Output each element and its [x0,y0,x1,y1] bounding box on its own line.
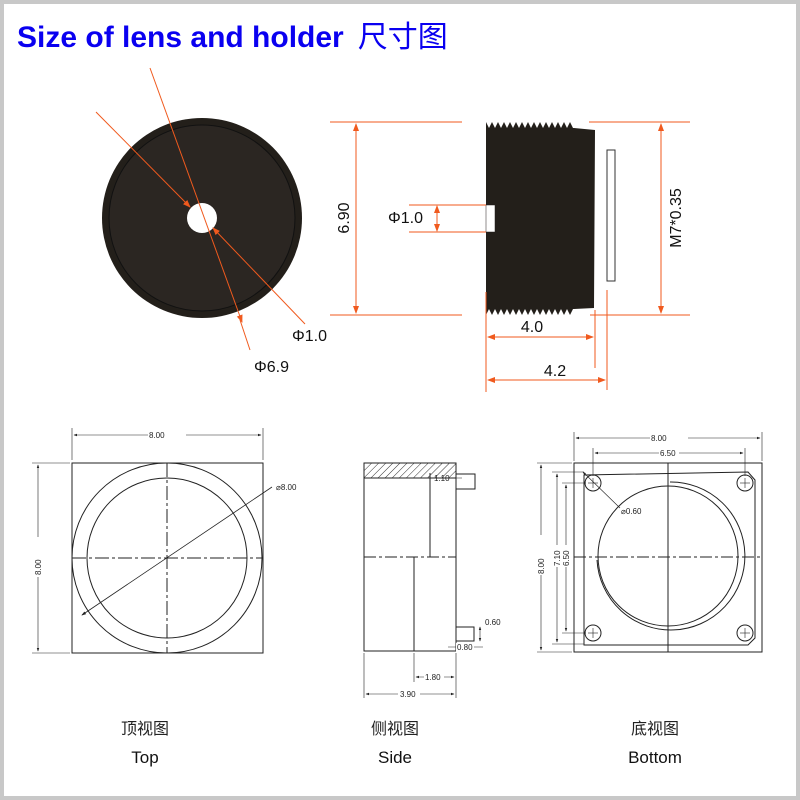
side-dim-110: 1.10 [434,474,450,483]
side-thread: M7*0.35 [668,188,685,248]
bottom-label-cn: 底视图 [631,719,679,738]
title-cn: 尺寸图 [357,20,448,55]
side-label-en: Side [378,748,412,767]
side-length-a: 4.0 [521,319,543,336]
holder-side-view [363,462,483,698]
front-hole-dia: Φ1.0 [292,328,327,345]
lens-aperture [187,203,217,233]
lens-body [486,122,595,315]
ir-glass [606,149,616,282]
lens-front-view: Φ1.0 Φ6.9 [95,67,327,376]
top-width: 8.00 [149,431,165,440]
side-label-cn: 侧视图 [371,719,419,738]
side-dim-180: 1.80 [425,673,441,682]
bottom-dim-710: 7.10 [553,550,562,566]
top-diameter: ⌀8.00 [276,483,297,492]
side-dim-080: 0.80 [457,643,473,652]
top-label-en: Top [131,748,158,767]
lens-side-view: 6.90 Φ1.0 M7*0.35 4.0 4.2 [330,121,690,392]
side-dim-060: 0.60 [485,618,501,627]
bottom-width: 8.00 [651,434,667,443]
bottom-height: 8.00 [537,558,546,574]
side-length-b: 4.2 [544,363,566,380]
bottom-hole-span-x: 6.50 [660,449,676,458]
side-height: 6.90 [336,202,353,233]
bottom-hole-span-y: 6.50 [562,550,571,566]
side-aperture: Φ1.0 [388,210,423,227]
front-outer-dia: Φ6.9 [254,359,289,376]
top-label-cn: 顶视图 [121,719,169,738]
top-height: 8.00 [34,559,43,575]
page-title: Size of lens and holder 尺寸图 [17,12,448,56]
holder-top-view [32,428,273,654]
holder-bottom-view [537,432,763,653]
title-en: Size of lens and holder [17,21,344,54]
side-dim-390: 3.90 [400,690,416,699]
bottom-hole-dia: ⌀0.60 [621,507,642,516]
bottom-label-en: Bottom [628,748,682,767]
